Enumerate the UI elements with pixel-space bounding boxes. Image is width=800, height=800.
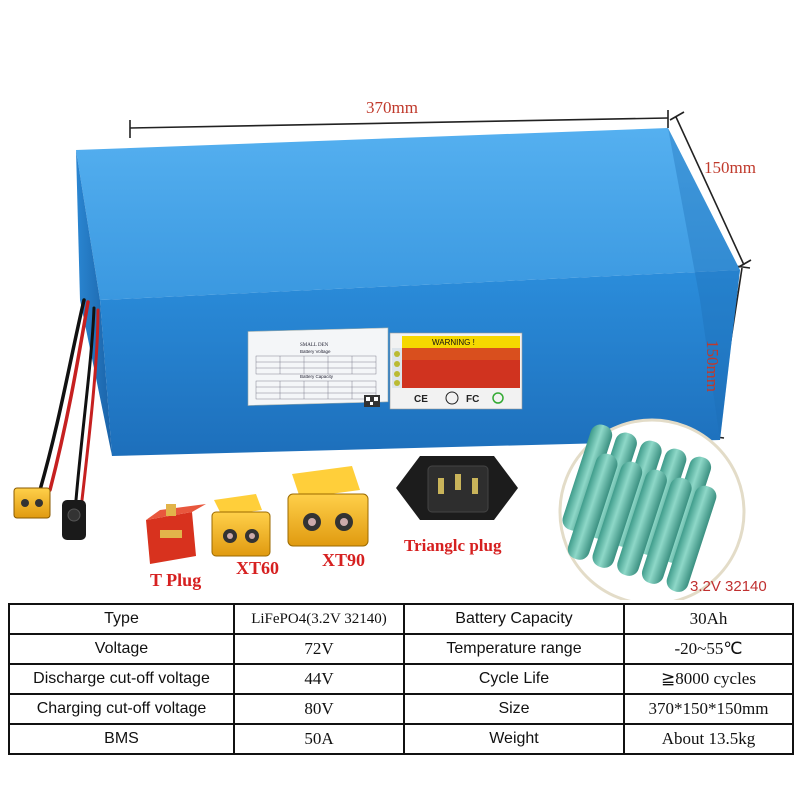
table-row: Charging cut-off voltage 80V Size 370*15…	[8, 693, 794, 725]
label-brand: SMALL DEN	[300, 343, 329, 348]
spec-label: Battery Capacity	[403, 603, 625, 635]
spec-label: Cycle Life	[403, 663, 625, 695]
spec-value: 50A	[233, 723, 405, 755]
product-photo: SMALL DEN Battery Voltage Battery Capaci…	[13, 110, 752, 600]
spec-value: 80V	[233, 693, 405, 725]
plug-label-xt60: XT60	[236, 558, 280, 578]
dimension-length: 370mm	[366, 98, 418, 117]
spec-label: Size	[403, 693, 625, 725]
label-qr-code	[364, 395, 380, 407]
spec-label: Discharge cut-off voltage	[8, 663, 235, 695]
cable-dc-connector	[62, 500, 86, 540]
plug-label-triangle: Trianglc plug	[404, 536, 502, 555]
xt60-plug-icon	[211, 494, 271, 557]
spec-value: 72V	[233, 633, 405, 665]
spec-value: -20~55℃	[623, 633, 794, 665]
spec-label: Charging cut-off voltage	[8, 693, 235, 725]
cable-xt60-connector	[13, 487, 51, 519]
spec-value: LiFePO4(3.2V 32140)	[233, 603, 405, 635]
warning-symbols	[394, 351, 400, 386]
cells-image	[558, 418, 746, 600]
dimension-height: 150mm	[703, 340, 722, 392]
spec-value: About 13.5kg	[623, 723, 794, 755]
cell-cluster	[562, 424, 717, 592]
label-voltage-section: Battery Voltage	[300, 349, 331, 354]
battery-pack	[76, 128, 740, 456]
triangle-plug-icon	[396, 456, 518, 520]
plug-label-t: T Plug	[150, 570, 202, 590]
svg-text:FC: FC	[466, 394, 479, 405]
table-row: Type LiFePO4(3.2V 32140) Battery Capacit…	[8, 603, 794, 635]
spec-value: 30Ah	[623, 603, 794, 635]
cell-label: 3.2V 32140	[690, 578, 767, 595]
table-row: BMS 50A Weight About 13.5kg	[8, 723, 794, 755]
spec-label: BMS	[8, 723, 235, 755]
table-row: Discharge cut-off voltage 44V Cycle Life…	[8, 663, 794, 695]
spec-value: ≧8000 cycles	[623, 663, 794, 695]
spec-table: Type LiFePO4(3.2V 32140) Battery Capacit…	[8, 603, 794, 755]
label-warning: WARNING !	[432, 338, 475, 347]
spec-value: 44V	[233, 663, 405, 695]
spec-label: Type	[8, 603, 235, 635]
t-plug-icon	[146, 504, 206, 564]
spec-label: Temperature range	[403, 633, 625, 665]
plug-label-xt90: XT90	[322, 550, 366, 570]
battery-label: SMALL DEN Battery Voltage Battery Capaci…	[247, 327, 523, 410]
xt90-plug-icon	[287, 466, 369, 547]
svg-text:CE: CE	[414, 394, 428, 405]
battery-cables	[38, 298, 100, 502]
spec-label: Weight	[403, 723, 625, 755]
table-row: Voltage 72V Temperature range -20~55℃	[8, 633, 794, 665]
label-capacity-section: Battery Capacity	[300, 374, 334, 379]
spec-value: 370*150*150mm	[623, 693, 794, 725]
certification-marks: CE FC	[414, 391, 504, 405]
dimension-width: 150mm	[704, 158, 756, 177]
spec-label: Voltage	[8, 633, 235, 665]
